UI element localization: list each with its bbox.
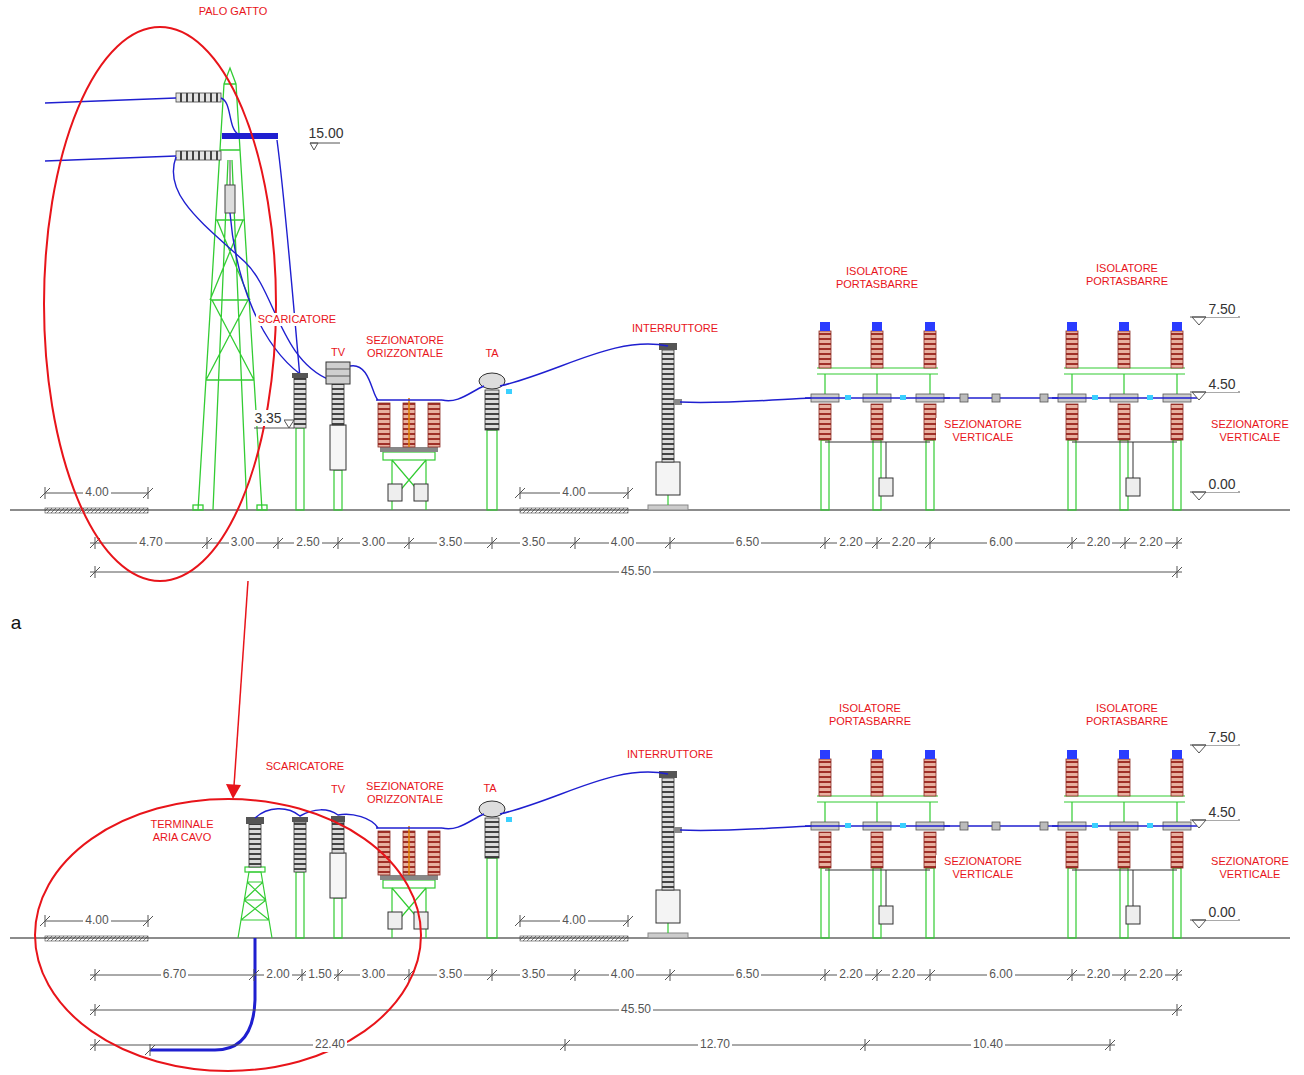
dimension-label: 3.50 — [437, 536, 464, 550]
dimension-label: 2.50 — [294, 536, 321, 550]
dimension-label: 22.40 — [313, 1038, 347, 1052]
equipment-label: ISOLATORE PORTASBARRE — [830, 265, 924, 290]
level-label: 4.50 — [1206, 804, 1237, 820]
level-label: 15.00 — [306, 125, 345, 141]
equipment-label: TA — [481, 782, 498, 795]
equipment-label: INTERRUTTORE — [625, 748, 715, 761]
equipment-label: SEZIONATORE VERTICALE — [1203, 855, 1297, 880]
level-label: 7.50 — [1206, 301, 1237, 317]
level-label: 0.00 — [1206, 904, 1237, 920]
level-label: 0.00 — [1206, 476, 1237, 492]
equipment-label: TV — [329, 783, 347, 796]
equipment-label: ISOLATORE PORTASBARRE — [1080, 262, 1174, 287]
level-label: 3.35 — [252, 410, 283, 426]
highlight-callout — [35, 27, 421, 1071]
dimension-label: 6.70 — [161, 968, 188, 982]
dimension-label: 3.00 — [229, 536, 256, 550]
dimension-label: 4.00 — [560, 914, 587, 928]
dimension-label: 4.00 — [609, 968, 636, 982]
equipment-label: SCARICATORE — [256, 313, 338, 326]
dimension-label: 6.00 — [987, 536, 1014, 550]
dimension-label: 4.00 — [560, 486, 587, 500]
palo-gatto — [45, 68, 378, 510]
equipment-label: SEZIONATORE VERTICALE — [936, 855, 1030, 880]
dimension-label: 2.20 — [1085, 536, 1112, 550]
equipment-bottom — [10, 745, 1290, 941]
dimension-label: 45.50 — [619, 1003, 653, 1017]
equipment-label: INTERRUTTORE — [630, 322, 720, 335]
dimension-label: 2.00 — [264, 968, 291, 982]
equipment-label: TA — [483, 347, 500, 360]
dimension-label: 2.20 — [1137, 536, 1164, 550]
dimension-label: 10.40 — [971, 1038, 1005, 1052]
dimension-label: 2.20 — [837, 536, 864, 550]
panel-letter: a — [9, 612, 24, 634]
dimension-label: 3.00 — [360, 968, 387, 982]
equipment-label: ISOLATORE PORTASBARRE — [823, 702, 917, 727]
dimension-label: 3.00 — [360, 536, 387, 550]
dimension-label: 3.50 — [437, 968, 464, 982]
dimension-label: 2.20 — [837, 968, 864, 982]
equipment-label: ISOLATORE PORTASBARRE — [1080, 702, 1174, 727]
dimension-label: 6.50 — [734, 536, 761, 550]
dimension-label: 4.70 — [137, 536, 164, 550]
dimension-label: 45.50 — [619, 565, 653, 579]
dimension-label: 4.00 — [83, 914, 110, 928]
dimension-label: 12.70 — [698, 1038, 732, 1052]
dimension-label: 6.00 — [987, 968, 1014, 982]
dimension-label: 2.20 — [890, 968, 917, 982]
equipment-label: SEZIONATORE VERTICALE — [936, 418, 1030, 443]
dimension-lines — [90, 543, 1182, 1045]
equipment-label: TV — [329, 346, 347, 359]
dimension-label: 1.50 — [306, 968, 333, 982]
dimension-label: 6.50 — [734, 968, 761, 982]
equipment-label: TERMINALE ARIA CAVO — [142, 818, 222, 843]
dimension-label: 4.00 — [609, 536, 636, 550]
equipment-label: PALO GATTO — [197, 5, 269, 18]
level-label: 7.50 — [1206, 729, 1237, 745]
equipment-label: SCARICATORE — [264, 760, 346, 773]
dimension-label: 2.20 — [1085, 968, 1112, 982]
level-label: 4.50 — [1206, 376, 1237, 392]
dimension-label: 2.20 — [890, 536, 917, 550]
equipment-label: SEZIONATORE ORIZZONTALE — [358, 334, 452, 359]
equipment-top — [10, 317, 1290, 513]
dimension-label: 4.00 — [83, 486, 110, 500]
equipment-label: SEZIONATORE ORIZZONTALE — [358, 780, 452, 805]
dimension-label: 3.50 — [520, 536, 547, 550]
terminale-aria-cavo — [145, 809, 378, 1056]
dimension-label: 2.20 — [1137, 968, 1164, 982]
dimension-label: 3.50 — [520, 968, 547, 982]
equipment-label: SEZIONATORE VERTICALE — [1203, 418, 1297, 443]
dimension-ticks — [90, 537, 1182, 1051]
